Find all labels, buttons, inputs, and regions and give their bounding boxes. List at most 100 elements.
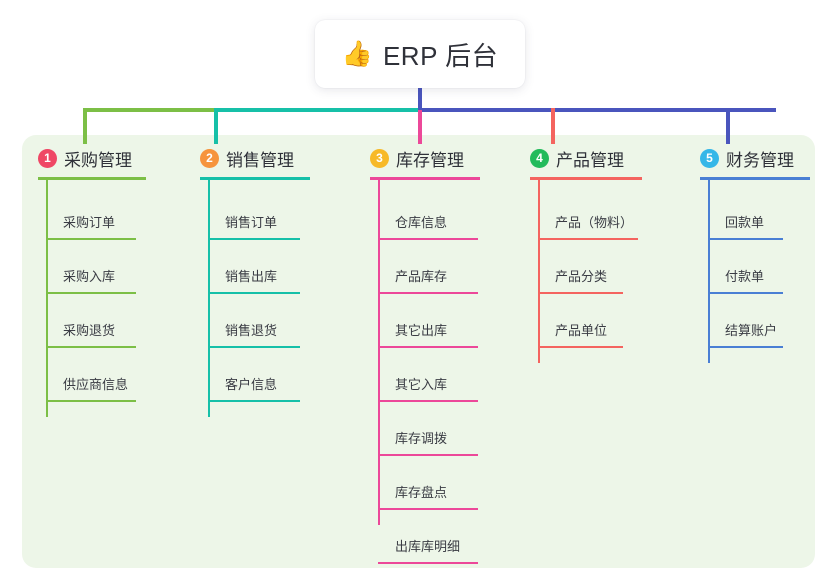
list-item[interactable]: 库存盘点 — [378, 456, 530, 510]
list-item[interactable]: 供应商信息 — [46, 348, 188, 402]
branch-column-finance: 5 财务管理 回款单 付款单 结算账户 — [700, 145, 839, 363]
list-item[interactable]: 采购订单 — [46, 186, 188, 240]
thumbs-up-icon: 👍 — [341, 39, 373, 68]
branch-title-product: 产品管理 — [556, 150, 624, 170]
connector-drop-finance — [726, 108, 730, 144]
list-item[interactable]: 产品（物料） — [538, 186, 695, 240]
list-item-label: 付款单 — [725, 269, 765, 284]
list-item-rule — [378, 400, 478, 402]
list-item-rule — [378, 508, 478, 510]
list-item-rule — [538, 346, 623, 348]
list-item-rule — [46, 238, 136, 240]
list-item-rule — [208, 238, 300, 240]
branch-header-purchasing[interactable]: 1 采购管理 — [38, 145, 188, 171]
connector-bus-segment-1 — [83, 108, 216, 112]
list-item[interactable]: 产品库存 — [378, 240, 530, 294]
list-item-label: 产品单位 — [555, 323, 608, 338]
connector-drop-sales — [214, 108, 218, 144]
connector-drop-inventory — [418, 108, 422, 144]
branch-header-rule-finance — [700, 177, 810, 180]
branch-title-sales: 销售管理 — [226, 150, 294, 170]
list-item-rule — [378, 292, 478, 294]
root-node-title: ERP 后台 — [382, 40, 499, 71]
list-item-label: 采购退货 — [63, 323, 116, 338]
list-item[interactable]: 产品分类 — [538, 240, 695, 294]
branch-badge-5: 5 — [700, 148, 719, 168]
list-item[interactable]: 采购退货 — [46, 294, 188, 348]
branch-header-product[interactable]: 4 产品管理 — [530, 145, 695, 171]
list-item[interactable]: 出库库明细 — [378, 510, 530, 564]
list-item-label: 供应商信息 — [63, 377, 129, 392]
branch-header-inventory[interactable]: 3 库存管理 — [370, 145, 530, 171]
connector-bus-segment-3 — [418, 108, 730, 112]
list-item[interactable]: 库存调拨 — [378, 402, 530, 456]
list-item-label: 回款单 — [725, 215, 765, 230]
branch-title-inventory: 库存管理 — [396, 150, 464, 170]
diagram-background-panel — [22, 135, 815, 568]
connector-bus-segment-4 — [726, 108, 776, 112]
list-item[interactable]: 销售出库 — [208, 240, 350, 294]
branch-spine-finance — [708, 180, 710, 363]
list-item-rule — [378, 238, 478, 240]
list-item-label: 其它入库 — [395, 377, 448, 392]
list-item-label: 采购入库 — [63, 269, 116, 284]
branch-badge-4: 4 — [530, 148, 549, 168]
list-item-label: 仓库信息 — [395, 215, 448, 230]
list-item[interactable]: 仓库信息 — [378, 186, 530, 240]
list-item-label: 产品分类 — [555, 269, 608, 284]
branch-header-sales[interactable]: 2 销售管理 — [200, 145, 350, 171]
branch-items-sales: 销售订单 销售出库 销售退货 客户信息 — [208, 180, 350, 417]
list-item-rule — [208, 400, 300, 402]
list-item-label: 产品库存 — [395, 269, 448, 284]
branch-spine-purchasing — [46, 180, 48, 417]
list-item-rule — [46, 346, 136, 348]
list-item[interactable]: 客户信息 — [208, 348, 350, 402]
list-item-rule — [708, 346, 783, 348]
list-item[interactable]: 其它出库 — [378, 294, 530, 348]
branch-column-inventory: 3 库存管理 仓库信息 产品库存 其它出库 其它入库 库存调拨 库存盘点 — [370, 145, 530, 564]
branch-column-purchasing: 1 采购管理 采购订单 采购入库 采购退货 供应商信息 — [38, 145, 188, 417]
list-item-label: 客户信息 — [225, 377, 278, 392]
list-item-rule — [208, 292, 300, 294]
branch-spine-sales — [208, 180, 210, 417]
branch-title-finance: 财务管理 — [726, 150, 794, 170]
list-item-rule — [708, 238, 783, 240]
connector-trunk-vertical — [418, 86, 422, 110]
list-item[interactable]: 产品单位 — [538, 294, 695, 348]
list-item[interactable]: 付款单 — [708, 240, 839, 294]
branch-header-rule-product — [530, 177, 642, 180]
branch-items-finance: 回款单 付款单 结算账户 — [708, 180, 839, 363]
list-item-label: 结算账户 — [725, 323, 778, 338]
branch-header-finance[interactable]: 5 财务管理 — [700, 145, 839, 171]
list-item-label: 销售出库 — [225, 269, 278, 284]
list-item[interactable]: 结算账户 — [708, 294, 839, 348]
list-item-label: 库存盘点 — [395, 485, 448, 500]
list-item-label: 其它出库 — [395, 323, 448, 338]
list-item-rule — [378, 454, 478, 456]
list-item-rule — [46, 400, 136, 402]
branch-items-inventory: 仓库信息 产品库存 其它出库 其它入库 库存调拨 库存盘点 出库库明细 — [378, 180, 530, 564]
branch-badge-2: 2 — [200, 148, 219, 168]
branch-spine-product — [538, 180, 540, 363]
list-item-label: 采购订单 — [63, 215, 116, 230]
list-item[interactable]: 销售订单 — [208, 186, 350, 240]
branch-title-purchasing: 采购管理 — [64, 150, 132, 170]
list-item[interactable]: 回款单 — [708, 186, 839, 240]
branch-column-sales: 2 销售管理 销售订单 销售出库 销售退货 客户信息 — [200, 145, 350, 417]
list-item[interactable]: 销售退货 — [208, 294, 350, 348]
list-item-rule — [208, 346, 300, 348]
branch-items-product: 产品（物料） 产品分类 产品单位 — [538, 180, 695, 363]
list-item-label: 库存调拨 — [395, 431, 448, 446]
list-item-rule — [46, 292, 136, 294]
connector-bus-segment-2 — [214, 108, 422, 112]
root-node-erp-backend[interactable]: 👍 ERP 后台 — [315, 20, 525, 88]
list-item[interactable]: 其它入库 — [378, 348, 530, 402]
list-item-rule — [708, 292, 783, 294]
branch-items-purchasing: 采购订单 采购入库 采购退货 供应商信息 — [46, 180, 188, 417]
branch-header-rule-purchasing — [38, 177, 146, 180]
list-item-label: 销售订单 — [225, 215, 278, 230]
connector-drop-product — [551, 108, 555, 144]
list-item[interactable]: 采购入库 — [46, 240, 188, 294]
list-item-label: 出库库明细 — [395, 539, 461, 554]
branch-header-rule-inventory — [370, 177, 480, 180]
